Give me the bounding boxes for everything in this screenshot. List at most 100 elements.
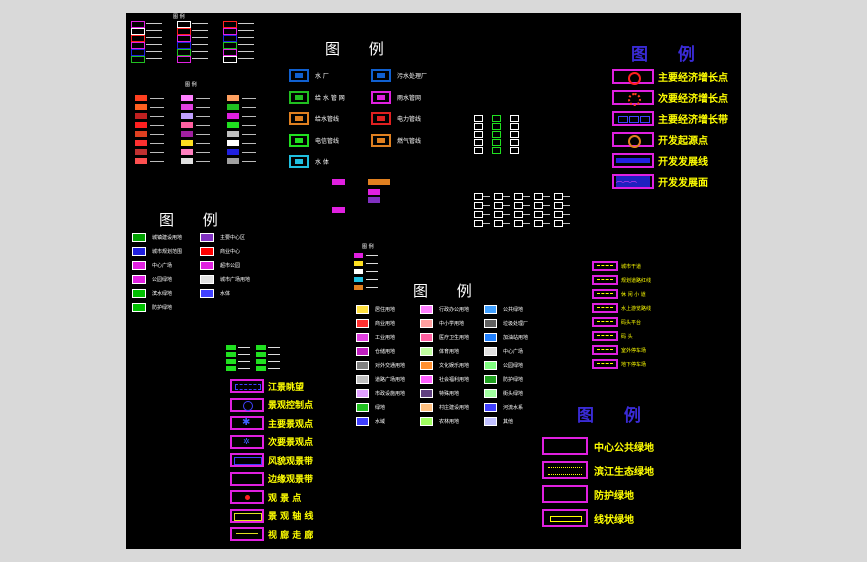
mid-right-tiny-block-2 [474,193,574,233]
legend-symbol-icon [592,289,618,299]
legend-symbol-icon [132,303,146,312]
legend-symbol-icon [484,389,497,398]
tiny-swatch [223,28,237,35]
legend-label: 水 体 [315,159,329,166]
tiny-text-line [196,107,210,108]
legend-symbol-icon [420,319,433,328]
legend-symbol-icon [484,361,497,370]
legend-label: 城镇建设用地 [152,235,183,241]
legend-symbol-icon [289,69,309,82]
right-mid-legend: 城市干道规划道路红线休 闲 小 道水上游览路线码头平台码 头室外停车场地下停车场 [592,261,732,371]
tiny-text-line [192,30,208,31]
legend-label: 室外停车场 [621,347,647,354]
legend-symbol-icon [592,303,618,313]
legend-label: 规划道路红线 [621,277,652,284]
center-small-legend: 图 例 [354,243,394,293]
legend-label: 电力管线 [397,116,422,123]
legend-symbol-wave-band-icon: ︵︵︵ [612,174,654,189]
legend-symbol-star-small-icon: ✲ [230,434,264,449]
legend-label: 视 廊 走 廊 [268,530,314,541]
legend-row: 工业用地 [356,333,395,342]
legend-symbol-icon [356,417,369,426]
legend-row: 边缘观景带 [230,471,313,486]
legend-row: 雨水管网 [371,91,421,104]
tiny-swatch [494,211,503,218]
legend-label: 燃气管线 [397,138,422,145]
tiny-swatch [534,202,543,209]
legend-row: 滨水绿地 [132,289,172,298]
tiny-text-line [238,58,254,59]
legend-symbol-ring-dashed-icon [612,90,654,106]
tiny-text-line [192,37,208,38]
tiny-swatch [492,147,501,154]
legend-label: 道路广场用地 [375,377,406,383]
tiny-swatch [223,56,237,63]
legend-symbol-icon [420,347,433,356]
tiny-swatch [131,35,145,42]
center-mid-legend: 居住用地商业用地工业用地仓储用地对外交通用地道路广场用地市政设施用地绿地水域行政… [356,305,546,435]
legend-label: 绿地 [375,405,386,411]
tiny-text-line [543,196,550,197]
tiny-swatch [474,220,483,227]
legend-row: ✱主要景观点 [230,416,313,430]
tiny-swatch [474,193,483,200]
legend-label: 中心广场 [503,349,524,355]
tiny-swatch [226,359,236,364]
legend-label: 雨水管网 [397,95,422,102]
legend-label: 次要景观点 [268,438,314,448]
legend-symbol-icon [356,305,369,314]
legend-symbol-icon [132,261,146,270]
tiny-text-line [196,116,210,117]
legend-row: 电力管线 [371,112,421,125]
tiny-text-line [150,161,164,162]
tiny-swatch [131,49,145,56]
tiny-swatch [492,139,501,146]
tiny-text-line [196,134,210,135]
legend-row: 码 头 [592,331,633,341]
legend-label: 景 观 轴 线 [268,512,314,522]
legend-label: 医疗卫生用地 [439,335,470,341]
colored-swatch [135,149,147,155]
legend-row: 城市广场用地 [200,275,250,284]
legend-label: 中心公共绿地 [594,442,654,454]
center-small-title: 图 例 [362,244,374,250]
tiny-text-line [196,143,210,144]
legend-row: 污水处理厂 [371,69,427,82]
legend-label: 电信管线 [315,138,340,145]
tiny-swatch [177,42,191,49]
legend-symbol-icon [200,261,214,270]
legend-symbol-icon [484,347,497,356]
colored-swatch [135,104,147,110]
legend-label: 观 景 点 [268,493,302,504]
legend-label: 滨江生态绿地 [594,466,654,478]
tiny-text-line [146,23,162,24]
legend-label: 公园绿地 [152,277,173,283]
legend-row: 绿地 [356,403,385,412]
colored-legend-grid [131,95,271,181]
legend-row: 公园绿地 [484,361,523,370]
tiny-swatch [534,220,543,227]
legend-symbol-icon [484,305,497,314]
tiny-swatch [131,42,145,49]
tiny-text-line [242,161,256,162]
legend-symbol-icon [592,275,618,285]
tiny-swatch [223,21,237,28]
tiny-text-line [150,125,164,126]
legend-symbol-ring-icon [612,132,654,148]
legend-row: 中心广场 [484,347,523,356]
tiny-swatch [554,220,563,227]
legend-row: 休 闲 小 道 [592,289,646,299]
legend-row: 村庄建设用地 [420,403,469,412]
legend-symbol-icon [592,317,618,327]
legend-symbol-icon [592,261,618,271]
tiny-swatch [256,345,266,350]
legend-symbol-icon [420,403,433,412]
tiny-text-line [543,223,550,224]
legend-row: 中小学用地 [420,319,464,328]
legend-row: 商业中心 [200,247,240,256]
legend-symbol-icon [484,403,497,412]
legend-symbol-dots-band-icon [230,379,264,393]
legend-symbol-icon [356,403,369,412]
legend-label: 给 水 管 网 [315,95,345,102]
tiny-swatch [354,269,363,274]
